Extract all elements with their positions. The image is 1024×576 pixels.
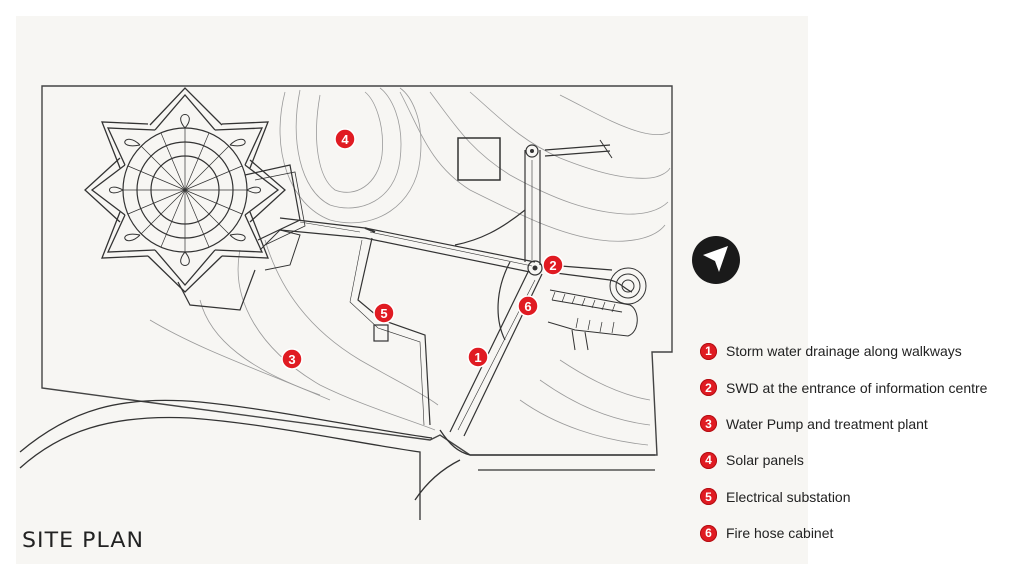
legend-item-4: 4 Solar panels [700,442,1024,478]
svg-text:3: 3 [288,352,295,367]
svg-text:6: 6 [524,299,531,314]
legend-item-3: 3 Water Pump and treatment plant [700,406,1024,442]
legend-item-1: 1 Storm water drainage along walkways [700,333,1024,369]
legend-item-6: 6 Fire hose cabinet [700,515,1024,551]
information-centre [457,137,501,181]
plan-title: SITE PLAN [22,528,145,552]
legend-label: Electrical substation [726,488,851,505]
svg-text:5: 5 [380,306,387,321]
substation-building [373,324,389,342]
svg-text:2: 2 [549,258,556,273]
svg-text:4: 4 [341,132,349,147]
legend-number-badge: 4 [700,451,717,469]
north-arrow-icon [692,236,740,284]
map-marker-3: 3 [281,348,303,370]
svg-text:1: 1 [474,350,481,365]
contour-lines [149,87,671,446]
parking-area [547,289,638,351]
legend-item-5: 5 Electrical substation [700,479,1024,515]
circular-feature [609,267,647,305]
legend-number-badge: 6 [700,524,717,542]
site-boundary [41,85,673,456]
legend-label: Fire hose cabinet [726,525,834,542]
lotus-temple [84,87,306,311]
legend-item-2: 2 SWD at the entrance of information cen… [700,369,1024,405]
legend-label: Solar panels [726,452,804,469]
legend-label: Storm water drainage along walkways [726,343,962,360]
map-marker-1: 1 [467,346,489,368]
map-marker-2: 2 [542,254,564,276]
site-plan-sheet [16,16,808,564]
roads [19,399,655,520]
legend-number-badge: 5 [700,488,717,506]
legend: 1 Storm water drainage along walkways 2 … [700,333,1024,551]
map-marker-5: 5 [373,302,395,324]
map-marker-6: 6 [517,295,539,317]
legend-label: Water Pump and treatment plant [726,415,928,432]
map-marker-4: 4 [334,128,356,150]
legend-number-badge: 1 [700,342,717,360]
legend-label: SWD at the entrance of information centr… [726,379,988,396]
legend-number-badge: 3 [700,415,717,433]
walkways [279,139,633,437]
legend-number-badge: 2 [700,379,717,397]
